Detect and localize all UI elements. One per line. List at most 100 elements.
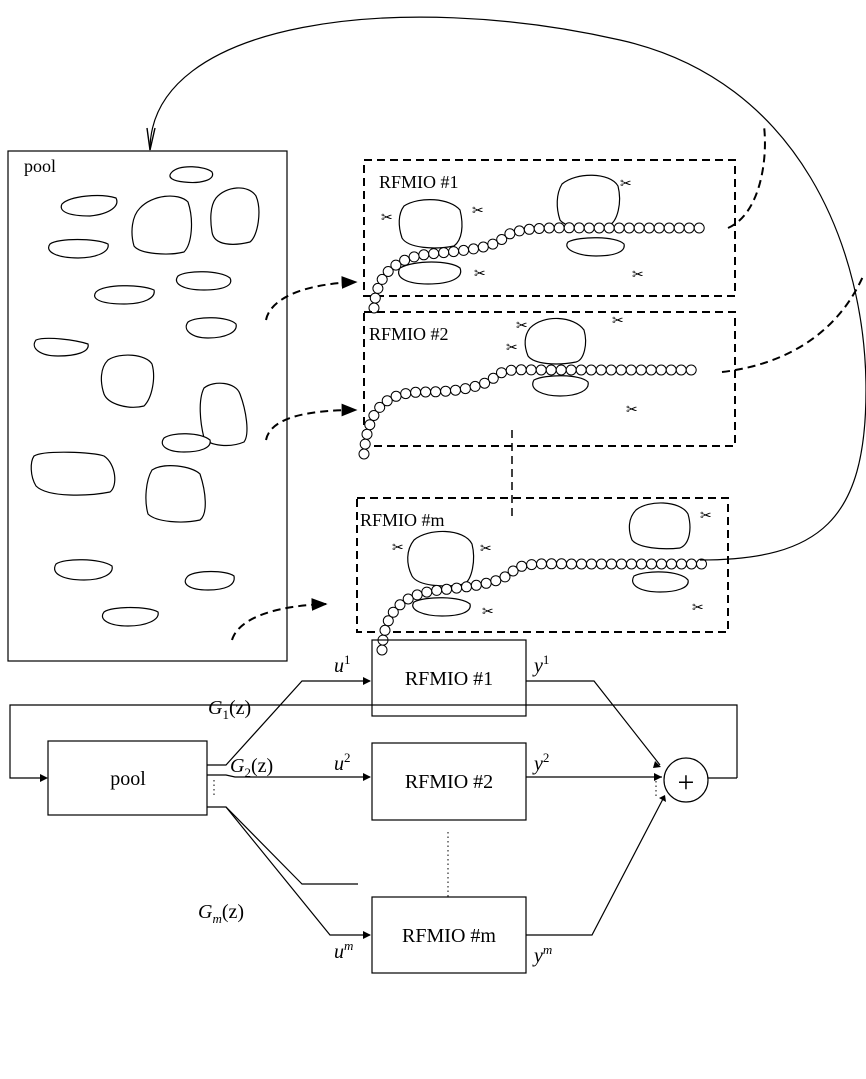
chain-bead <box>441 583 453 595</box>
chain-bead <box>635 364 647 376</box>
arrowhead <box>363 931 371 939</box>
chain-bead <box>545 364 557 376</box>
chain-bead <box>696 558 707 570</box>
input-label-1: u1 <box>334 652 351 677</box>
scissors-icon: ✂ <box>472 204 484 219</box>
chain-bead <box>633 222 645 234</box>
chain-bead <box>583 222 595 234</box>
chain-bead <box>636 558 647 570</box>
chain-bead <box>399 254 411 266</box>
chain-bead <box>368 410 380 421</box>
branch-line-m-a <box>207 806 358 885</box>
chain-bead <box>603 222 615 234</box>
chain-bead <box>616 558 627 570</box>
chain-bead <box>468 243 479 255</box>
chain-bead <box>546 558 557 570</box>
filter-label-1: G1(z) <box>208 697 251 722</box>
branch-line-2 <box>207 774 370 778</box>
branch-line-1 <box>207 680 370 766</box>
chain-bead <box>615 364 627 376</box>
chain-bead <box>575 364 587 376</box>
scissors-icon: ✂ <box>626 403 638 418</box>
chain-bead <box>450 384 461 396</box>
scissors-icon: ✂ <box>692 601 704 616</box>
chain-bead <box>643 222 655 234</box>
scissors-icon: ✂ <box>700 509 712 524</box>
chain-bead <box>430 386 442 398</box>
chain-bead <box>359 438 371 450</box>
chain-bead <box>675 364 687 376</box>
chain-bead <box>515 364 527 376</box>
chain-bead <box>683 222 695 234</box>
chain-bead <box>421 586 433 598</box>
rfmio-box-2-top: RFMIO #2 ✂ ✂ ✂ ✂ <box>358 311 736 460</box>
chain-bead <box>490 575 502 587</box>
scissors-icon: ✂ <box>506 341 518 356</box>
chain-bead <box>374 401 386 413</box>
rfmio-block-2: RFMIO #2 <box>371 742 527 821</box>
chain-bead <box>673 222 685 234</box>
chain-bead <box>361 428 373 440</box>
chain-bead <box>390 259 402 271</box>
chain-bead <box>556 558 567 570</box>
chain-bead <box>461 581 472 593</box>
chain-bead <box>595 364 607 376</box>
chain-bead <box>394 599 406 611</box>
chain-bead <box>499 571 511 583</box>
rfmio-block-label-m: RFMIO #m <box>402 925 496 947</box>
chain-bead <box>613 222 625 234</box>
chain-bead <box>625 364 637 376</box>
chain-bead <box>593 222 605 234</box>
chain-bead <box>496 234 508 245</box>
chain-bead <box>646 558 657 570</box>
scissors-icon: ✂ <box>612 314 624 329</box>
chain-bead <box>496 367 507 379</box>
chain-bead <box>387 606 399 618</box>
scissors-icon: ✂ <box>381 211 393 226</box>
arrowhead <box>653 761 661 768</box>
inflow-arrow-m <box>231 598 328 641</box>
chain-bead <box>440 385 452 397</box>
chain-bead <box>555 364 567 376</box>
chain-bead <box>573 222 585 234</box>
pool-block: pool <box>47 740 208 816</box>
chain-bead <box>479 377 491 389</box>
chain-bead <box>653 222 665 234</box>
pool-box-top: pool <box>7 150 288 662</box>
summation-node: + <box>663 757 709 803</box>
chain-bead <box>487 238 499 250</box>
branch-line-m <box>225 806 370 936</box>
chain-bead <box>693 222 705 234</box>
chain-bead <box>364 419 376 431</box>
chain-bead <box>685 364 697 376</box>
return-arc-2 <box>721 273 865 373</box>
chain-bead <box>535 364 547 376</box>
chain-bead <box>400 388 412 400</box>
chain-bead <box>451 582 463 594</box>
inflow-arrow-1 <box>265 276 358 321</box>
chain-bead <box>428 248 440 260</box>
chain-bead <box>566 558 577 570</box>
chain-bead <box>431 584 443 596</box>
chain-bead <box>533 223 545 234</box>
scissors-icon: ✂ <box>480 542 492 557</box>
chain-bead <box>487 372 499 384</box>
chain-bead <box>379 624 391 636</box>
chain-bead <box>382 266 394 277</box>
chain-bead <box>565 364 577 376</box>
chain-bead <box>372 282 384 294</box>
chain-bead <box>376 273 388 285</box>
chain-bead <box>523 223 535 235</box>
rfmio-label-2-top: RFMIO #2 <box>369 324 449 344</box>
chain-bead <box>553 222 565 234</box>
chain-bead <box>438 247 450 259</box>
chain-bead <box>382 615 394 627</box>
chain-bead <box>543 222 555 234</box>
return-arc-main <box>149 16 866 561</box>
output-line-1 <box>526 680 661 766</box>
rfmio-block-1: RFMIO #1 <box>371 639 527 717</box>
summation-symbol: + <box>678 766 695 799</box>
chain-bead <box>458 244 470 256</box>
rfmio-block-label-1: RFMIO #1 <box>405 668 493 690</box>
